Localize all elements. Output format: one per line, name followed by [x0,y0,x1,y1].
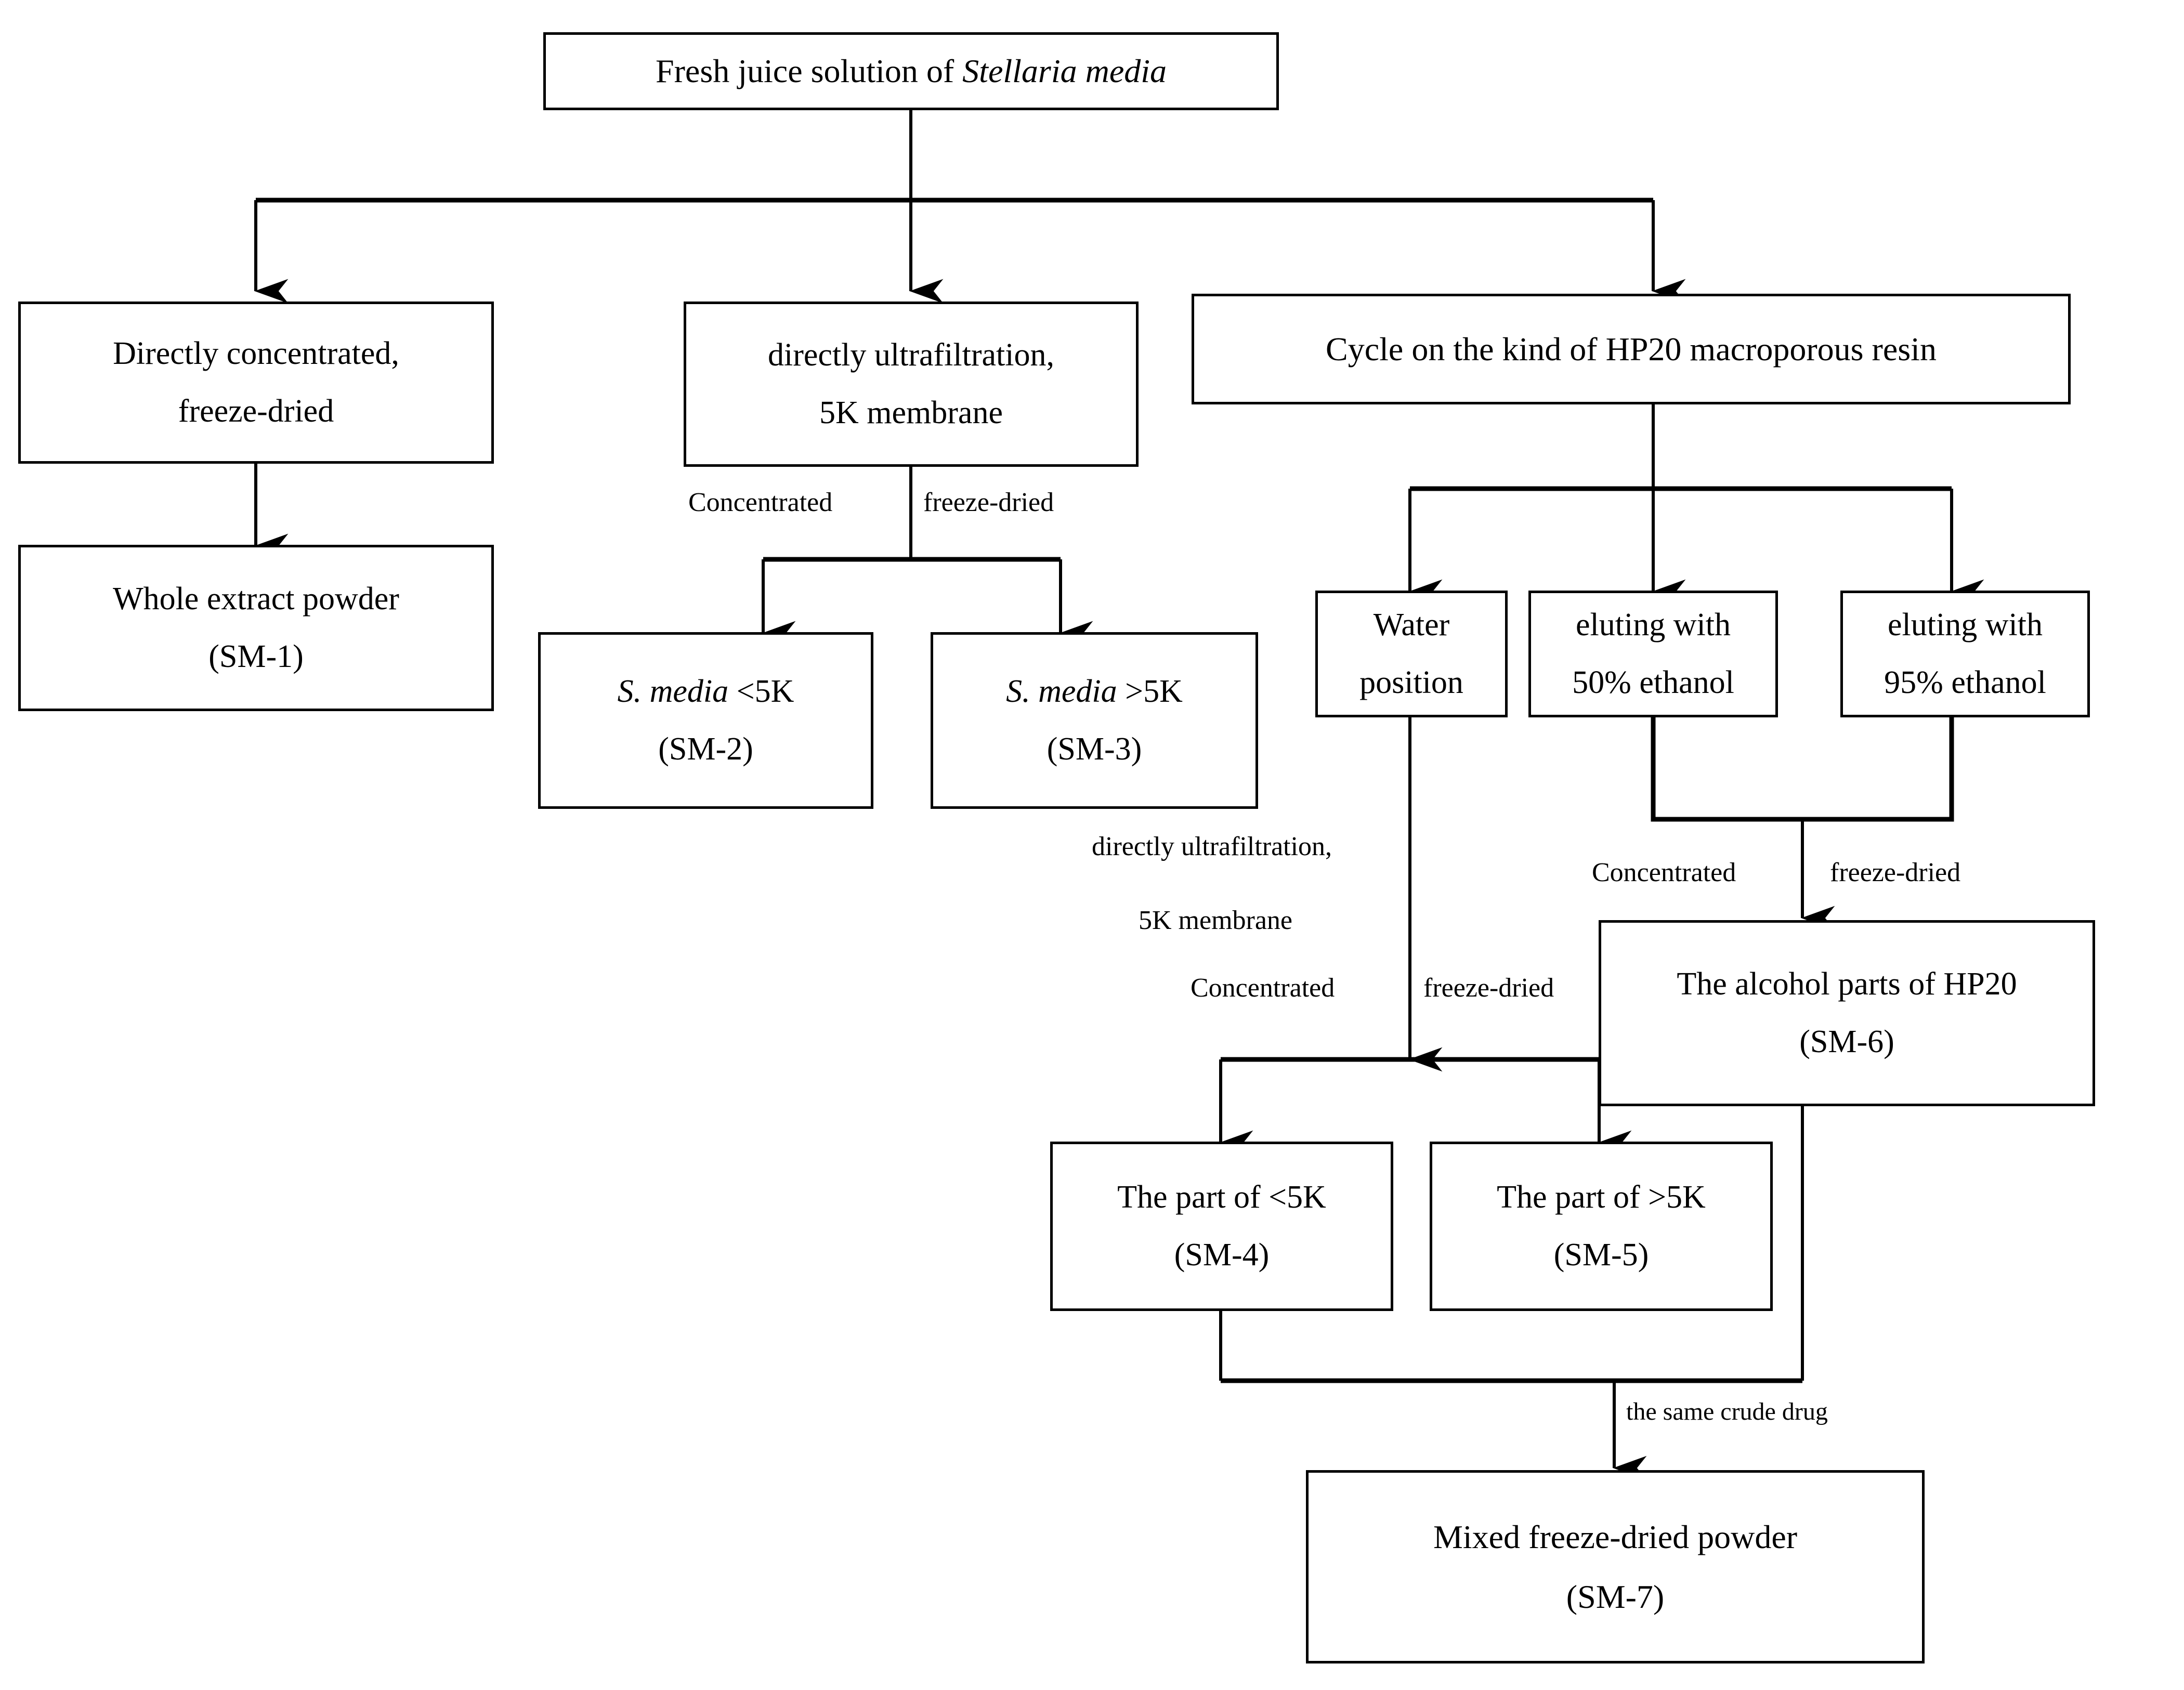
edge-label-water-freeze-dried: freeze-dried [1423,973,1554,1003]
node-eluting-50-line1: eluting with [1576,607,1731,643]
node-directly-ultrafiltration-line1: directly ultrafiltration, [768,337,1054,373]
node-sm4[interactable]: The part of <5K (SM-4) [1050,1142,1393,1311]
node-sm2-cutoff: <5K [728,673,794,709]
node-sm7[interactable]: Mixed freeze-dried powder (SM-7) [1306,1470,1925,1663]
node-cycle-hp20-resin[interactable]: Cycle on the kind of HP20 macroporous re… [1192,294,2071,404]
edge-label-water-concentrated: Concentrated [1191,973,1335,1003]
node-sm5-line2: (SM-5) [1553,1237,1649,1273]
node-sm6[interactable]: The alcohol parts of HP20 (SM-6) [1599,920,2095,1106]
node-directly-concentrated-line2: freeze-dried [178,394,334,429]
node-directly-concentrated-line1: Directly concentrated, [113,335,399,371]
node-water-position[interactable]: Water position [1315,591,1508,717]
node-sm3-species: S. media [1006,673,1117,709]
node-sm3-label: (SM-3) [1047,731,1142,767]
node-sm2-species: S. media [617,673,729,709]
node-eluting-95-line2: 95% ethanol [1884,665,2046,701]
node-sm5[interactable]: The part of >5K (SM-5) [1430,1142,1773,1311]
node-directly-concentrated[interactable]: Directly concentrated, freeze-dried [18,302,494,464]
edge-label-water-ultrafiltration-line2: 5K membrane [1139,906,1293,935]
node-sm7-line1: Mixed freeze-dried powder [1433,1518,1798,1555]
edge-label-alcohol-freeze-dried: freeze-dried [1830,858,1961,887]
node-water-position-line2: position [1359,665,1463,701]
node-eluting-50-ethanol[interactable]: eluting with 50% ethanol [1528,591,1778,717]
node-sm2[interactable]: S. media <5K (SM-2) [538,632,873,809]
edge-label-alcohol-concentrated: Concentrated [1592,858,1736,887]
node-sm1-line1: Whole extract powder [113,581,399,617]
node-sm5-line1: The part of >5K [1497,1179,1706,1215]
node-sm6-line1: The alcohol parts of HP20 [1677,966,2017,1002]
edge-label-water-ultrafiltration-line1: directly ultrafiltration, [1092,832,1332,861]
node-cycle-hp20-resin-label: Cycle on the kind of HP20 macroporous re… [1326,330,1937,368]
edge-label-uf-freeze-dried: freeze-dried [923,488,1054,517]
node-sm3-cutoff: >5K [1117,673,1183,709]
edge-label-uf-concentrated: Concentrated [688,488,833,517]
node-sm4-line2: (SM-4) [1174,1237,1270,1273]
node-eluting-95-ethanol[interactable]: eluting with 95% ethanol [1840,591,2090,717]
node-sm1[interactable]: Whole extract powder (SM-1) [18,545,494,711]
merge-eluting-u-connector [1651,716,1954,822]
node-root-species: Stellaria media [962,53,1167,90]
node-sm4-line1: The part of <5K [1117,1179,1326,1215]
node-sm3[interactable]: S. media >5K (SM-3) [931,632,1258,809]
node-eluting-50-line2: 50% ethanol [1572,665,1734,701]
node-water-position-line1: Water [1373,607,1450,643]
node-root-text: Fresh juice solution of [656,53,963,90]
edge-label-same-crude-drug: the same crude drug [1626,1398,1828,1425]
node-eluting-95-line1: eluting with [1888,607,2043,643]
node-sm7-line2: (SM-7) [1566,1578,1665,1615]
node-sm1-line2: (SM-1) [208,639,304,675]
node-directly-ultrafiltration-line2: 5K membrane [819,395,1003,431]
node-sm2-label: (SM-2) [658,731,753,767]
node-sm6-line2: (SM-6) [1799,1024,1894,1060]
node-directly-ultrafiltration[interactable]: directly ultrafiltration, 5K membrane [684,302,1139,467]
node-root[interactable]: Fresh juice solution of Stellaria media [543,32,1279,110]
